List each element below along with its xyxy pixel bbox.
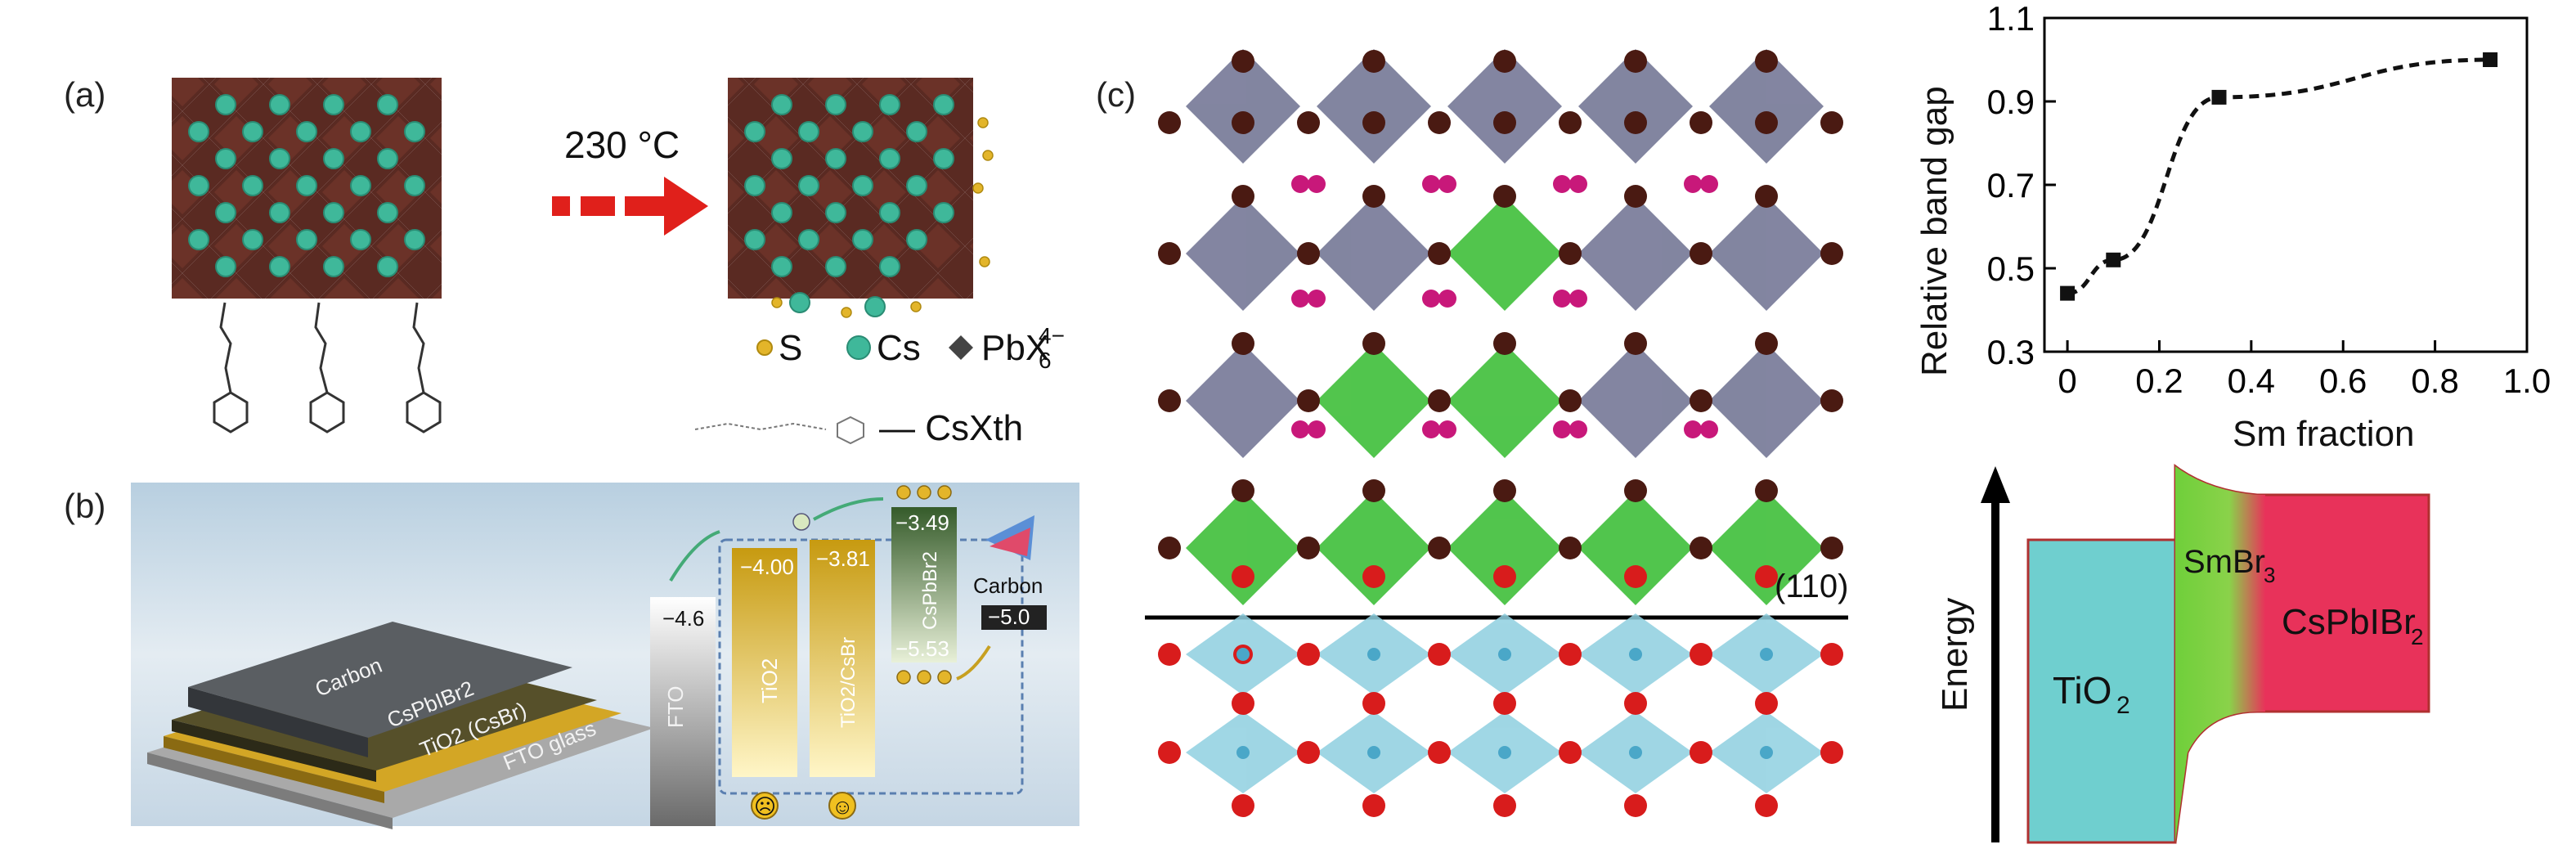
cspbbr2-top-value: −3.49: [895, 510, 949, 535]
fto-level-label: FTO: [663, 685, 688, 728]
data-point-marker: [2106, 252, 2121, 267]
cspbbr2-bottom-value: −5.53: [895, 636, 949, 661]
arrow-temperature-label: 230 °C: [564, 124, 680, 166]
data-point-marker: [2483, 52, 2498, 67]
panel-a-label: (a): [64, 75, 106, 114]
x-tick-label: 0.6: [2319, 362, 2367, 400]
carbon-level-label: Carbon: [973, 573, 1043, 598]
x-tick-label: 1.0: [2503, 362, 2551, 400]
ligand-molecules-left: [213, 302, 442, 433]
y-tick-label: 0.9: [1987, 83, 2035, 121]
cspbibr2-region-sub: 2: [2411, 624, 2424, 649]
data-point-marker: [2211, 89, 2227, 105]
legend-pbx-sub: 6: [1039, 348, 1052, 373]
sad-face-icon: ☹: [754, 794, 776, 819]
legend-pbx-sup: 4−: [1039, 323, 1065, 348]
panel-b-label: (b): [64, 487, 106, 525]
chart-plot-frame: [2043, 16, 2529, 353]
panel-c-crystal: (110): [1145, 49, 1848, 817]
fto-level-value: −4.6: [662, 606, 704, 631]
heating-arrow: [552, 177, 708, 236]
lattice-left: [172, 78, 442, 299]
band-diagram: Energy TiO 2 SmBr 3 CsPbIBr 2: [1935, 464, 2430, 844]
happy-face-icon: ☺: [832, 794, 854, 819]
tio2-band-region: [2026, 538, 2177, 844]
cspbibr2-region-label: CsPbIBr: [2282, 602, 2416, 642]
band-gap-chart: 0.3 0.5 0.7 0.9 1.1 0 0.2 0.4 0.6 0.8 1.0 Sm frac…: [1914, 0, 2551, 454]
plane-110-label: (110): [1775, 568, 1848, 604]
data-point-marker: [2060, 285, 2076, 301]
tio2-level-label: TiO2: [757, 658, 782, 703]
legend-pbx-label: PbX: [981, 328, 1049, 368]
tio2csbr-level-value: −3.81: [816, 546, 870, 571]
energy-axis-label: Energy: [1935, 598, 1975, 712]
carbon-level-value: −5.0: [988, 604, 1030, 629]
tio2-region-sub: 2: [2116, 692, 2130, 719]
smbr3-region-sub: 3: [2264, 563, 2275, 587]
tio2-substrate: [1158, 565, 1843, 817]
y-tick-label: 0.7: [1987, 166, 2035, 204]
x-tick-label: 0.4: [2228, 362, 2275, 400]
x-tick-label: 0: [2058, 362, 2076, 400]
y-tick-label: 0.3: [1987, 333, 2035, 371]
band-gap-series-line: [2067, 57, 2491, 296]
device-stack: Carbon CsPbIBr2 TiO2 (CsBr) FTO glass: [147, 622, 654, 829]
panel-a-legend: S Cs PbX 4− 6 — CsXth: [694, 323, 1065, 448]
panel-b-figure: Carbon CsPbIBr2 TiO2 (CsBr) FTO glass −4…: [131, 483, 1079, 829]
energy-levels: −4.6 FTO −4.00 TiO2 −3.81 TiO2/CsBr −3.4…: [650, 485, 1047, 826]
y-tick-label: 1.1: [1987, 0, 2035, 38]
smbr3-region-label: SmBr: [2183, 544, 2265, 580]
y-tick-label: 0.5: [1987, 249, 2035, 288]
legend-s-label: S: [779, 328, 802, 368]
cspbbr2-level-label: CsPbBr2: [919, 551, 941, 630]
tio2-region-label: TiO: [2053, 669, 2112, 712]
lattice-right: [728, 78, 994, 318]
tio2-level-value: −4.00: [740, 555, 794, 579]
chart-ylabel: Relative band gap: [1914, 86, 1954, 376]
panel-a-figure: S Cs PbX 4− 6 — CsXth: [172, 78, 1065, 448]
x-tick-label: 0.2: [2135, 362, 2183, 400]
energy-axis-arrow: [1981, 466, 2010, 842]
legend-cs-label: Cs: [877, 328, 921, 368]
tio2csbr-level-label: TiO2/CsBr: [837, 637, 859, 728]
perovskite-octahedra: [1158, 49, 1843, 605]
smbr3-band-region: [2175, 466, 2265, 842]
x-tick-label: 0.8: [2411, 362, 2458, 400]
chart-xlabel: Sm fraction: [2233, 414, 2415, 454]
csxth-label: — CsXth: [879, 408, 1023, 448]
panel-c-label: (c): [1096, 75, 1136, 114]
